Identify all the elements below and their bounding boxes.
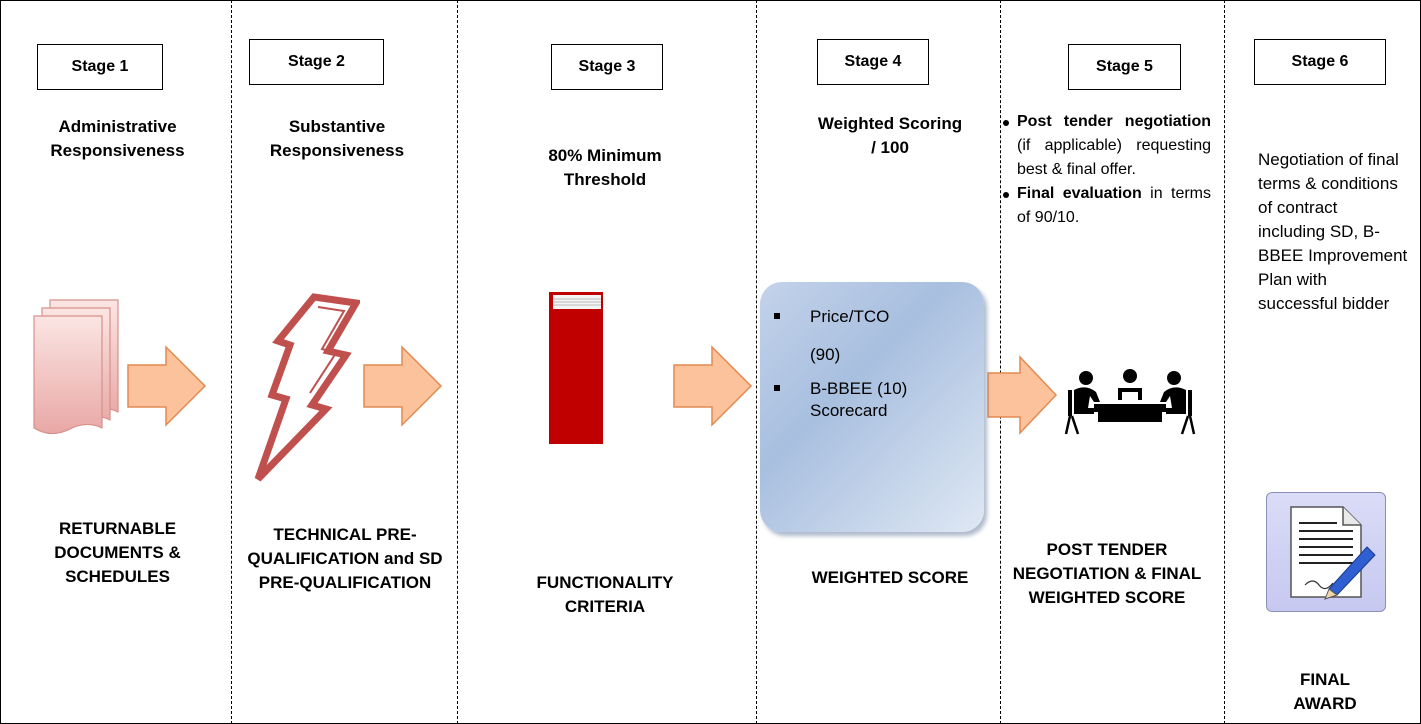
stage-5-bullets: Post tender negotiation (if applicable) … bbox=[1003, 110, 1211, 230]
stage-1-heading: Administrative Responsiveness bbox=[50, 117, 185, 160]
stage-1-label: Stage 1 bbox=[37, 44, 163, 90]
stage-1-caption: RETURNABLE DOCUMENTS & SCHEDULES bbox=[54, 519, 181, 586]
stage-4-caption: WEIGHTED SCORE bbox=[811, 568, 969, 587]
criteria-price: Price/TCO bbox=[810, 307, 890, 326]
stage-2-heading: Substantive Responsiveness bbox=[269, 117, 405, 160]
list-item: B-BBEE (10) Scorecard bbox=[774, 372, 974, 422]
stage-2-label: Stage 2 bbox=[249, 39, 384, 85]
stage-6-label: Stage 6 bbox=[1254, 39, 1386, 85]
arrow-right-icon bbox=[987, 355, 1058, 435]
arrow-right-icon bbox=[673, 345, 753, 427]
documents-icon bbox=[33, 299, 119, 435]
bullet-icon bbox=[1003, 192, 1009, 198]
stage-5-caption: POST TENDER NEGOTIATION & FINAL WEIGHTED… bbox=[1012, 540, 1202, 607]
stage-4-heading: Weighted Scoring / 100 bbox=[817, 114, 963, 157]
bullet-icon bbox=[774, 313, 780, 319]
stage-6-description: Negotiation of final terms & conditions … bbox=[1258, 150, 1408, 313]
arrow-right-icon bbox=[127, 345, 207, 427]
list-item: Post tender negotiation (if applicable) … bbox=[1003, 110, 1211, 182]
criteria-bbbee: B-BBEE (10) bbox=[810, 379, 908, 398]
stage-2-caption: TECHNICAL PRE-QUALIFICATION and SD PRE-Q… bbox=[247, 525, 443, 592]
column-divider bbox=[457, 0, 458, 724]
column-divider bbox=[756, 0, 757, 724]
contract-icon bbox=[1266, 492, 1386, 612]
stage-3-caption: FUNCTIONALITY CRITERIA bbox=[536, 573, 674, 616]
stage-3-heading: 80% Minimum Threshold bbox=[548, 146, 662, 189]
score-criteria-list: Price/TCO (90) B-BBEE (10) Scorecard bbox=[774, 300, 974, 422]
document-pen-icon bbox=[1290, 506, 1376, 600]
stage-4-label: Stage 4 bbox=[817, 39, 929, 85]
bullet-icon bbox=[1003, 120, 1009, 126]
lightning-icon bbox=[254, 293, 360, 482]
stage-6-caption: FINAL AWARD bbox=[1293, 670, 1357, 713]
criteria-price-weight: (90) bbox=[810, 345, 841, 364]
stage-5-label: Stage 5 bbox=[1068, 44, 1181, 90]
column-divider bbox=[231, 0, 232, 724]
weighted-score-box: Price/TCO (90) B-BBEE (10) Scorecard bbox=[760, 282, 984, 532]
bullet-icon bbox=[774, 385, 780, 391]
arrow-right-icon bbox=[363, 345, 443, 427]
criteria-bbbee-scorecard: Scorecard bbox=[810, 401, 888, 420]
bullet-text: in terms of 90/10. bbox=[1017, 185, 1211, 226]
column-divider bbox=[1224, 0, 1225, 724]
bullet-title: Post tender negotiation bbox=[1017, 113, 1211, 130]
stage-3-label: Stage 3 bbox=[551, 44, 663, 90]
meeting-icon bbox=[1064, 369, 1196, 435]
list-item: Price/TCO (90) bbox=[774, 300, 974, 372]
book-icon bbox=[549, 292, 603, 444]
list-item: Final evaluation in terms of 90/10. bbox=[1003, 182, 1211, 230]
bullet-title: Final evaluation bbox=[1017, 185, 1142, 202]
bullet-text: (if applicable) requesting best & final … bbox=[1017, 137, 1211, 178]
column-divider bbox=[1000, 0, 1001, 724]
